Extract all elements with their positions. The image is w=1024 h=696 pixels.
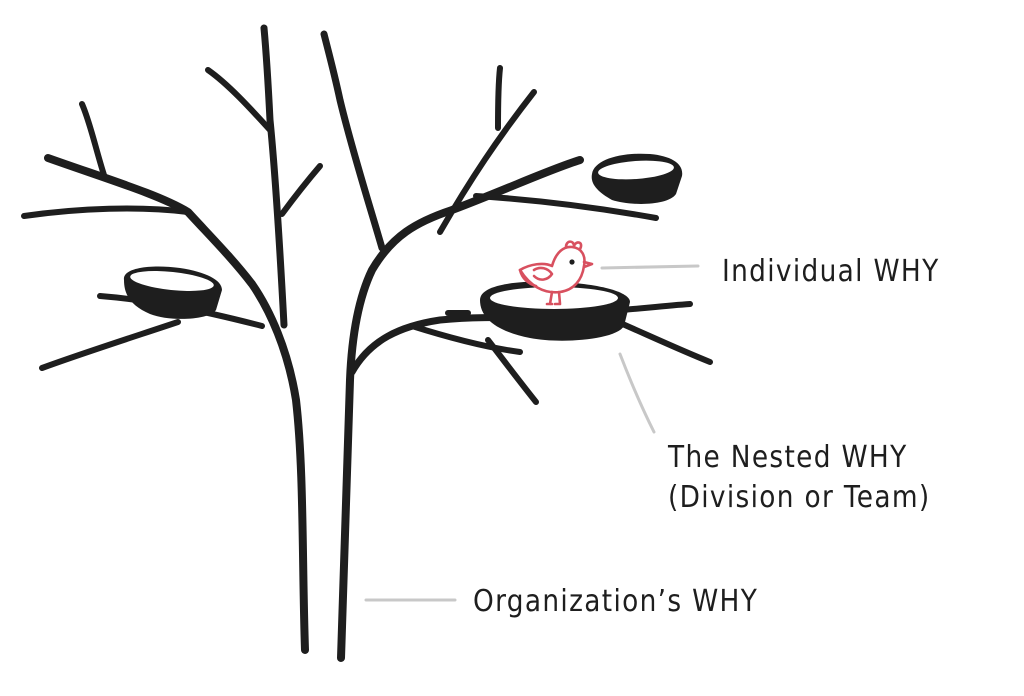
branch xyxy=(260,24,288,329)
label-nested-why: The Nested WHY (Division or Team) xyxy=(668,438,931,518)
trunk-right xyxy=(337,156,584,662)
trunk-left xyxy=(44,154,309,654)
label-organization-why: Organization’s WHY xyxy=(473,584,759,619)
label-nested-line-2: (Division or Team) xyxy=(668,480,931,515)
tree-icon xyxy=(21,24,713,662)
branch xyxy=(21,205,191,219)
branch xyxy=(615,319,713,365)
branch xyxy=(320,30,386,252)
branch xyxy=(409,323,523,355)
nest-icon xyxy=(591,153,683,204)
branch xyxy=(279,163,323,217)
nest-icon xyxy=(480,281,630,341)
branch xyxy=(485,337,539,405)
branch xyxy=(205,67,273,133)
leader-line-individual xyxy=(600,264,700,270)
label-individual-why: Individual WHY xyxy=(722,254,940,289)
branch xyxy=(495,65,503,131)
bird-icon xyxy=(518,240,594,306)
leader-lines xyxy=(364,264,700,602)
branch xyxy=(39,319,181,371)
nest-icon xyxy=(123,266,222,319)
branch xyxy=(437,89,537,235)
label-nested-line-1: The Nested WHY xyxy=(668,440,908,475)
branch xyxy=(473,193,659,221)
leader-line-nested xyxy=(618,352,656,434)
branch xyxy=(79,101,107,178)
